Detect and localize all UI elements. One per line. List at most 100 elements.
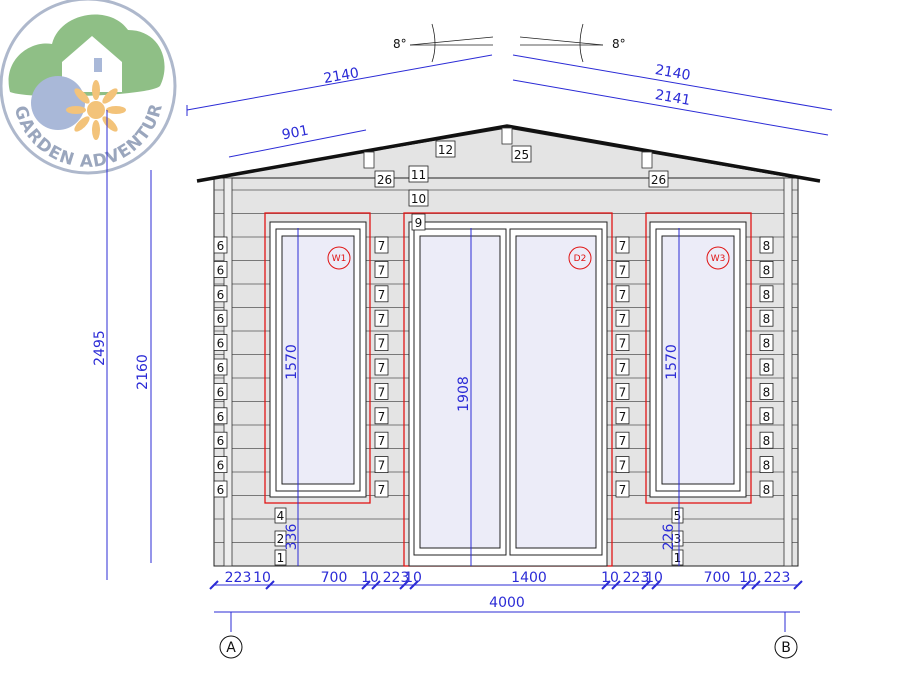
dim-tick	[361, 580, 371, 590]
part-tag-door-right-side: 7	[619, 263, 627, 277]
part-tag-left-edge-box	[213, 431, 228, 449]
dim-overhang: 901	[281, 123, 310, 144]
dim-tick	[611, 580, 621, 590]
dim-total-width: 4000	[489, 595, 525, 611]
part-tag-right-edge: 8	[763, 385, 771, 399]
pitch-label-left: 8°	[393, 37, 407, 51]
part-tag-gable-lower: 10	[411, 192, 426, 206]
dim-window-height-right: 1570	[664, 344, 680, 380]
part-tag-right-edge: 8	[763, 312, 771, 326]
part-tag-under-w1-top: 4	[277, 509, 285, 523]
dim-right-slope-upper: 2140	[654, 62, 692, 84]
part-tag-right-edge-box	[759, 334, 774, 352]
door-tag-d2: D2	[574, 254, 587, 264]
part-tag-door-right-side-box	[615, 334, 630, 352]
bottom-dim-value: 223	[383, 570, 410, 586]
part-tag-left-edge: 6	[217, 263, 225, 277]
bottom-dim-value: 10	[253, 570, 271, 586]
part-tag-left-window-side-box	[374, 334, 389, 352]
garden-adventure-logo: GARDEN ADVENTURE	[0, 0, 177, 175]
dim-tick	[371, 580, 381, 590]
grid-label-b: B	[781, 640, 791, 656]
part-tag-door-right-side-box	[615, 236, 630, 254]
part-tag-door-right-side-box	[615, 382, 630, 400]
dim-wall-height: 2160	[135, 354, 151, 390]
part-tag-left-window-side: 7	[378, 312, 386, 326]
part-tag-left-window-side: 7	[378, 361, 386, 375]
grid-label-a: A	[226, 640, 236, 656]
part-tag-under-w1-bot: 1	[277, 551, 285, 565]
part-tag-left-edge: 6	[217, 239, 225, 253]
part-tag-purlin-left: 26	[377, 173, 392, 187]
part-tag-left-edge-box	[213, 382, 228, 400]
part-tag-under-w1-mid: 2	[277, 532, 285, 546]
part-tag-left-window-side: 7	[378, 483, 386, 497]
part-tag-left-edge: 6	[217, 312, 225, 326]
part-tag-left-edge: 6	[217, 434, 225, 448]
part-tags: 6666666666677777777777777777777778888888…	[213, 140, 774, 566]
bottom-dim-value: 10	[601, 570, 619, 586]
part-tag-left-edge: 6	[217, 385, 225, 399]
roof-pitch-indicators	[409, 23, 604, 63]
dim-door-height: 1908	[456, 376, 472, 412]
dim-tick	[265, 580, 275, 590]
part-tag-left-window-side: 7	[378, 385, 386, 399]
part-tag-left-window-side-box	[374, 285, 389, 303]
part-tag-door-right-side: 7	[619, 239, 627, 253]
part-tag-door-right-side-box	[615, 407, 630, 425]
part-tag-right-edge: 8	[763, 434, 771, 448]
part-tag-right-edge-box	[759, 260, 774, 278]
part-tag-left-window-side: 7	[378, 288, 386, 302]
part-tag-door-right-side-box	[615, 480, 630, 498]
part-tag-left-edge-box	[213, 236, 228, 254]
part-tag-door-right-side: 7	[619, 459, 627, 473]
dim-sill-left: 336	[284, 524, 300, 551]
part-tag-door-right-side: 7	[619, 483, 627, 497]
part-tag-left-edge-box	[213, 285, 228, 303]
part-tag-left-window-side-box	[374, 309, 389, 327]
dim-left-slope: 2140	[322, 65, 360, 87]
bottom-dim-value: 10	[739, 570, 757, 586]
dimension-lines	[106, 54, 833, 632]
part-tag-right-edge: 8	[763, 361, 771, 375]
part-tag-door-right-side-box	[615, 285, 630, 303]
part-tag-door-right-side-box	[615, 358, 630, 376]
part-tag-right-edge: 8	[763, 288, 771, 302]
dim-tick	[641, 580, 651, 590]
dim-tick	[741, 580, 751, 590]
dim-right-slope-lower: 2141	[654, 87, 692, 109]
dim-tick	[751, 580, 761, 590]
part-tag-right-edge: 8	[763, 239, 771, 253]
part-tag-left-window-side-box	[374, 480, 389, 498]
part-tag-left-window-side: 7	[378, 434, 386, 448]
part-tag-door-header: 9	[415, 216, 423, 230]
part-tag-right-edge-box	[759, 407, 774, 425]
part-tag-door-right-side: 7	[619, 288, 627, 302]
part-tag-door-right-side: 7	[619, 337, 627, 351]
part-tag-right-edge-box	[759, 382, 774, 400]
dim-tick	[409, 580, 419, 590]
bottom-dim-value: 223	[764, 570, 791, 586]
part-tag-door-right-side: 7	[619, 385, 627, 399]
part-tag-door-right-side: 7	[619, 312, 627, 326]
part-tag-right-edge-box	[759, 236, 774, 254]
part-tag-right-edge: 8	[763, 337, 771, 351]
dim-sill-right: 226	[661, 524, 677, 551]
part-tag-under-w3-mid: 3	[674, 532, 682, 546]
window-w1: W1	[264, 212, 371, 504]
part-tag-right-edge-box	[759, 456, 774, 474]
bottom-dim-value: 1400	[511, 570, 547, 586]
part-tag-right-edge: 8	[763, 410, 771, 424]
window-w3: W3	[645, 212, 752, 504]
part-tag-left-window-side-box	[374, 382, 389, 400]
part-tag-right-edge-box	[759, 285, 774, 303]
bottom-dim-value: 700	[704, 570, 731, 586]
part-tag-left-window-side: 7	[378, 239, 386, 253]
part-tag-door-right-side-box	[615, 431, 630, 449]
part-tag-right-edge-box	[759, 309, 774, 327]
dim-tick	[399, 580, 409, 590]
bottom-dim-value: 223	[225, 570, 252, 586]
part-tag-left-edge: 6	[217, 459, 225, 473]
dim-tick	[651, 580, 661, 590]
